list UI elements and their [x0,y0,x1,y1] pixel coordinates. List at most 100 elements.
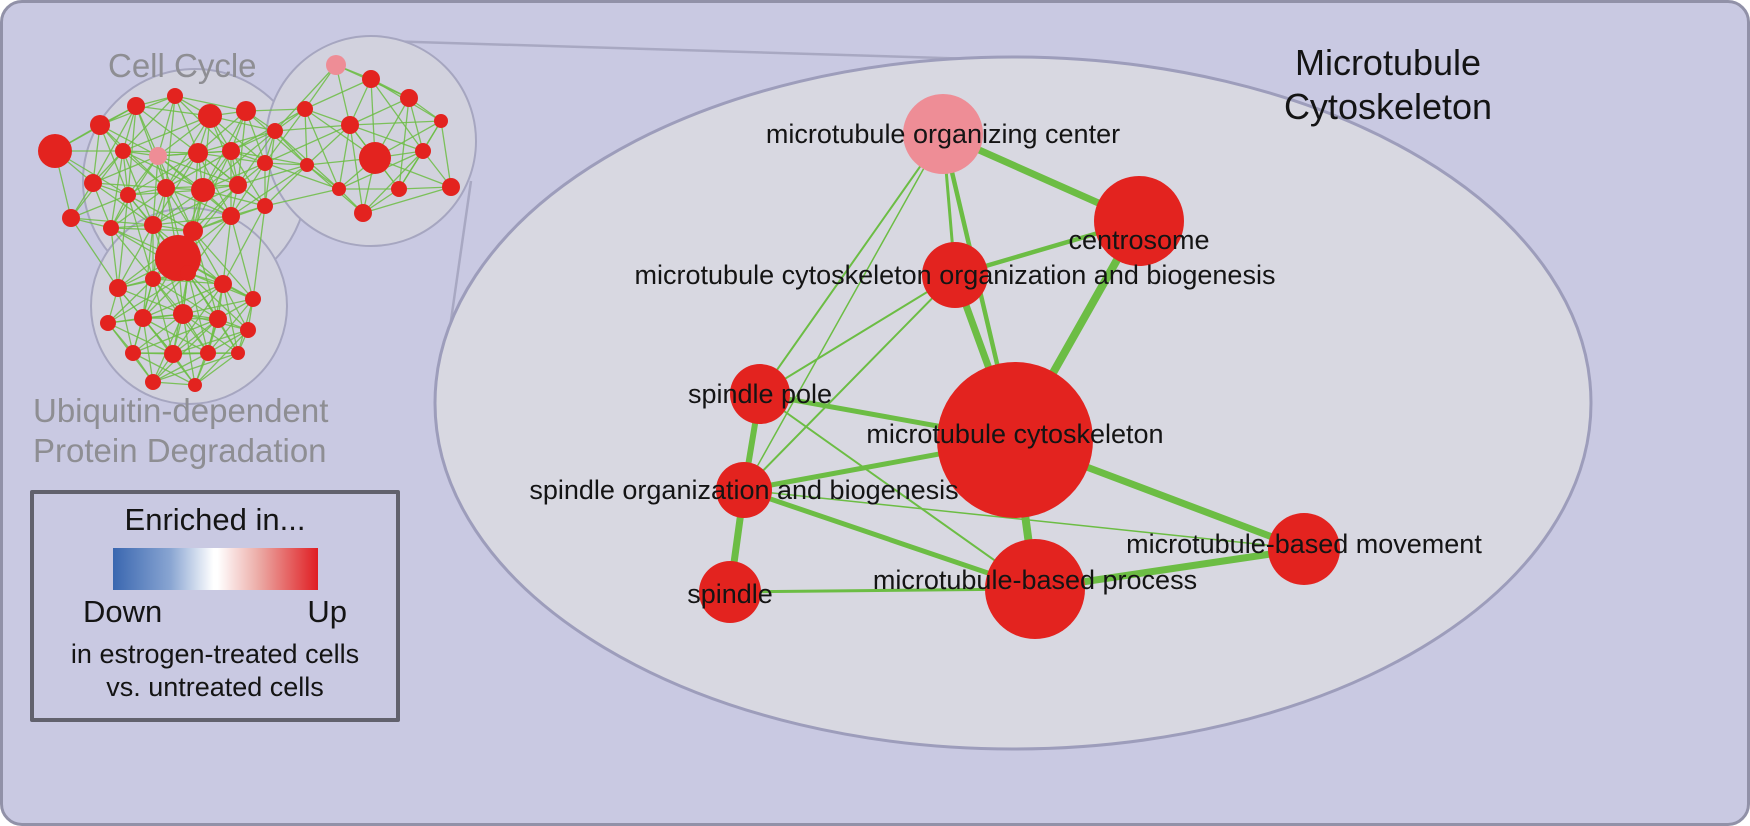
mini-node [120,187,136,203]
mini-node [144,216,162,234]
zoom-cone-line [382,39,1044,63]
mini-node [200,345,216,361]
node-label-mt_process: microtubule-based process [873,565,1197,595]
mini-edge [122,115,211,152]
mini-edge [349,124,364,214]
node-label-organizing_center: microtubule organizing center [766,119,1120,149]
mini-node [400,89,418,107]
mini-edge [132,352,196,386]
legend-caption-line2: vs. untreated cells [106,672,324,702]
mini-node [164,345,182,363]
mini-edge [107,322,174,355]
mini-node [236,101,256,121]
mini-edge [157,155,194,232]
legend-caption-line1: in estrogen-treated cells [70,639,360,669]
mini-edge [99,124,159,157]
mini-edge [70,194,129,219]
mini-node [188,378,202,392]
mini-edge [230,215,254,300]
mini-node [257,198,273,214]
mini-node [173,304,193,324]
mini-edge [440,120,452,188]
mini-edge [362,186,452,214]
mini-edge [230,162,266,217]
mini-edge [349,97,410,126]
legend-up-label: Up [307,594,347,629]
mini-edge [306,124,351,166]
mini-edge [117,224,154,289]
mini-node [222,142,240,160]
mini-edge [192,230,254,300]
mini-edge [152,278,224,285]
mini-edge [304,108,340,190]
mini-node [297,101,313,117]
mini-edge [117,194,129,289]
mini-node [354,204,372,222]
node-mt_process [985,539,1085,639]
mini-edge [370,78,424,152]
mini-node [84,174,102,192]
node-mt_cytoskeleton [937,362,1093,518]
mini-node [109,279,127,297]
mini-edge [110,227,119,289]
microtubule-label-line2: Cytoskeleton [1283,86,1493,127]
legend-gradient-bar [112,548,318,590]
mini-edge [152,184,239,226]
mini-edge [92,182,167,189]
network-svg: microtubule organizing centercentrosomem… [38,35,1593,751]
mini-edge [174,95,199,154]
mini-edge [192,184,239,232]
mini-edge [110,187,167,229]
mini-node [100,315,116,331]
node-mt_movement [1268,513,1340,585]
mini-edge [222,215,232,285]
mini-edge [187,272,209,354]
edge-spindle_org-mt_process [741,487,1038,592]
mini-node [300,158,314,172]
mini-edge [132,313,184,354]
mini-edge [107,278,154,324]
mini-node [191,178,215,202]
mini-node [434,114,448,128]
mini-edge [194,352,239,386]
mini-node [267,123,283,139]
mini-edge [338,124,351,190]
mini-edge [202,130,276,191]
mini-edge [135,105,199,154]
edge-organizing_center-spindle_pole [759,133,944,395]
node-label-mt_movement: microtubule-based movement [1126,529,1482,559]
mini-node [245,291,261,307]
mini-edge [194,329,249,386]
mini-edge [110,227,154,280]
edge-org_biogenesis-spindle_pole [759,274,956,395]
mini-edge [197,110,247,154]
mini-edge [122,150,167,189]
mini-node [145,374,161,390]
legend-down-label: Down [83,594,163,629]
mini-edge [172,329,249,355]
mini-node [145,271,161,287]
mini-edge [237,164,308,186]
mini-edge [349,124,424,152]
mini-edge [122,95,176,152]
mini-edge [110,150,124,229]
mini-edge [157,95,176,157]
cluster-label-ubiquitin: Ubiquitin-dependent Protein Degradation [33,391,328,471]
mini-edge [408,97,424,152]
edge-org_biogenesis-spindle_org [743,274,956,491]
mini-edge [252,205,266,300]
mini-edge [192,230,224,285]
edge-spindle-mt_process [728,587,1037,594]
mini-edge [152,352,239,383]
node-centrosome [1094,176,1184,266]
mini-edge [222,283,239,354]
mini-edge [304,108,308,166]
mini-node [125,345,141,361]
mini-edge [92,105,137,184]
mini-node [115,143,131,159]
mini-edge [197,130,276,154]
node-spindle_org [716,462,772,518]
mini-node [180,265,196,281]
mini-node [127,97,145,115]
